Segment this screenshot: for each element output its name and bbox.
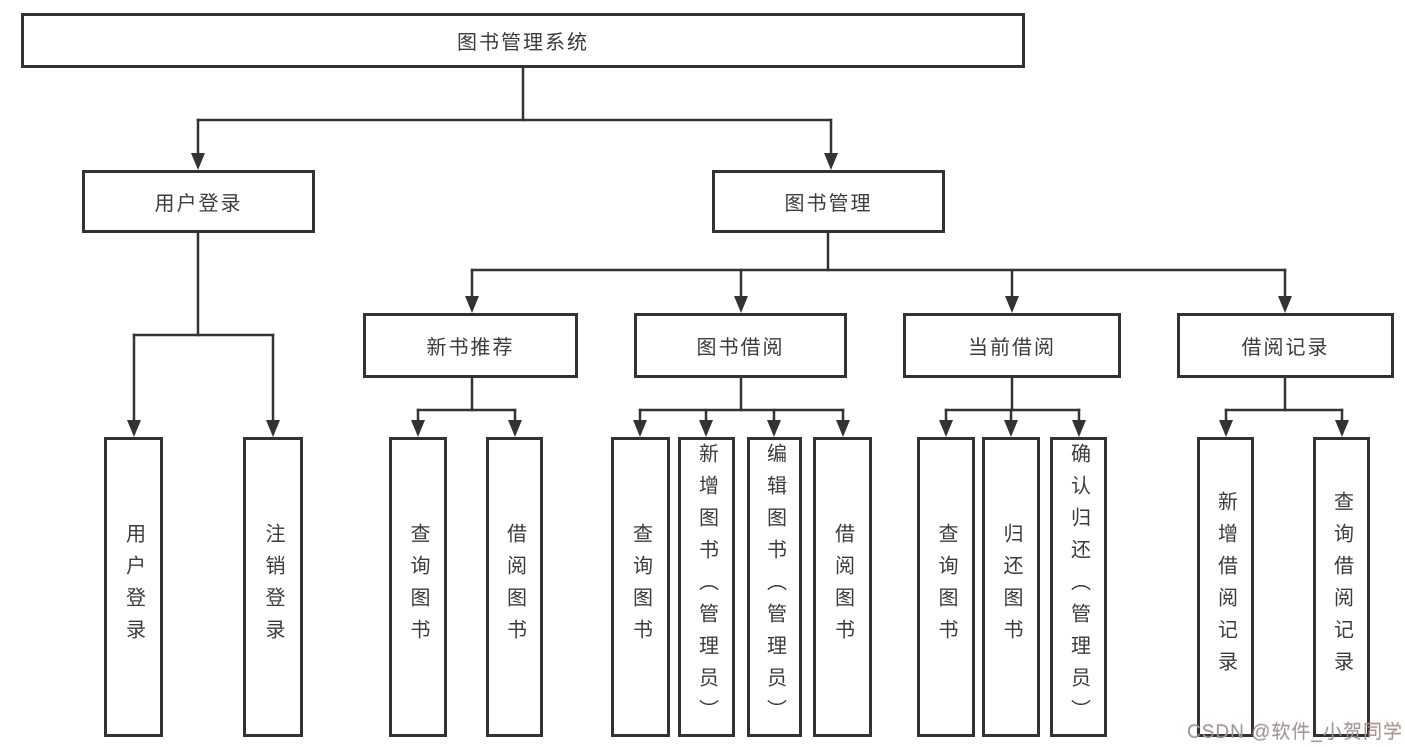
arrowhead-down-icon (699, 420, 713, 437)
node-label-leaf-return-book: 归还图书 (1000, 523, 1022, 651)
node-leaf-edit-book-admin: 编辑图书（管理员） (747, 437, 802, 737)
arrowhead-down-icon (633, 420, 647, 437)
node-leaf-query-book-c: 查询图书 (917, 437, 975, 737)
node-leaf-confirm-return-admin: 确认归还（管理员） (1050, 437, 1107, 737)
arrowhead-down-icon (127, 420, 141, 437)
arrowhead-down-icon (1072, 420, 1086, 437)
node-label-leaf-borrow-book-a: 借阅图书 (503, 523, 526, 651)
node-leaf-query-borrow-record: 查询借阅记录 (1313, 437, 1370, 737)
node-user-login: 用户登录 (82, 170, 315, 233)
node-label-leaf-logout: 注销登录 (262, 523, 284, 651)
node-borrowing-records: 借阅记录 (1177, 313, 1394, 378)
node-label-book-management: 图书管理 (784, 193, 873, 215)
arrowhead-down-icon (767, 420, 781, 437)
node-label-leaf-add-borrow-record: 新增借阅记录 (1214, 491, 1237, 683)
node-current-borrowing: 当前借阅 (903, 313, 1121, 378)
arrowhead-down-icon (1278, 296, 1292, 313)
csdn-watermark: CSDN @软件_小贺同学 (1187, 722, 1403, 743)
arrowhead-down-icon (1335, 420, 1349, 437)
node-leaf-return-book: 归还图书 (982, 437, 1040, 737)
arrowhead-down-icon (824, 153, 838, 170)
node-leaf-borrow-book-b: 借阅图书 (813, 437, 872, 737)
arrowhead-down-icon (734, 296, 748, 313)
node-label-leaf-query-book-b: 查询图书 (629, 523, 652, 651)
node-leaf-query-book-b: 查询图书 (611, 437, 670, 737)
node-label-leaf-query-borrow-record: 查询借阅记录 (1330, 491, 1353, 683)
arrowhead-down-icon (1219, 420, 1233, 437)
node-leaf-logout: 注销登录 (243, 437, 303, 737)
arrowhead-down-icon (411, 420, 425, 437)
node-label-leaf-query-book-a: 查询图书 (407, 523, 429, 651)
node-book-management: 图书管理 (712, 170, 945, 233)
arrowhead-down-icon (508, 420, 522, 437)
arrowhead-down-icon (266, 420, 280, 437)
arrowhead-down-icon (836, 420, 850, 437)
arrowhead-down-icon (939, 420, 953, 437)
node-leaf-add-borrow-record: 新增借阅记录 (1197, 437, 1254, 737)
node-label-leaf-borrow-book-b: 借阅图书 (831, 523, 854, 651)
node-label-borrowing-records: 借阅记录 (1241, 337, 1330, 359)
node-root: 图书管理系统 (21, 13, 1025, 68)
node-leaf-query-book-a: 查询图书 (389, 437, 447, 737)
node-label-user-login: 用户登录 (154, 193, 243, 215)
arrowhead-down-icon (191, 153, 205, 170)
node-label-leaf-confirm-return-admin: 确认归还（管理员） (1067, 443, 1090, 731)
node-label-leaf-edit-book-admin: 编辑图书（管理员） (763, 443, 786, 731)
node-book-borrowing: 图书借阅 (634, 313, 847, 378)
arrowhead-down-icon (1005, 296, 1019, 313)
node-label-root: 图书管理系统 (457, 32, 589, 54)
arrowhead-down-icon (1004, 420, 1018, 437)
node-label-leaf-query-book-c: 查询图书 (935, 523, 957, 651)
node-label-new-book-recommend: 新书推荐 (426, 337, 515, 359)
node-leaf-add-book-admin: 新增图书（管理员） (678, 437, 735, 737)
arrowhead-down-icon (465, 296, 479, 313)
node-leaf-borrow-book-a: 借阅图书 (486, 437, 543, 737)
node-label-leaf-add-book-admin: 新增图书（管理员） (695, 443, 718, 731)
node-new-book-recommend: 新书推荐 (363, 313, 578, 378)
node-label-leaf-user-login: 用户登录 (122, 523, 145, 651)
node-label-current-borrowing: 当前借阅 (968, 337, 1056, 359)
node-leaf-user-login: 用户登录 (104, 437, 163, 737)
node-label-book-borrowing: 图书借阅 (696, 337, 785, 359)
